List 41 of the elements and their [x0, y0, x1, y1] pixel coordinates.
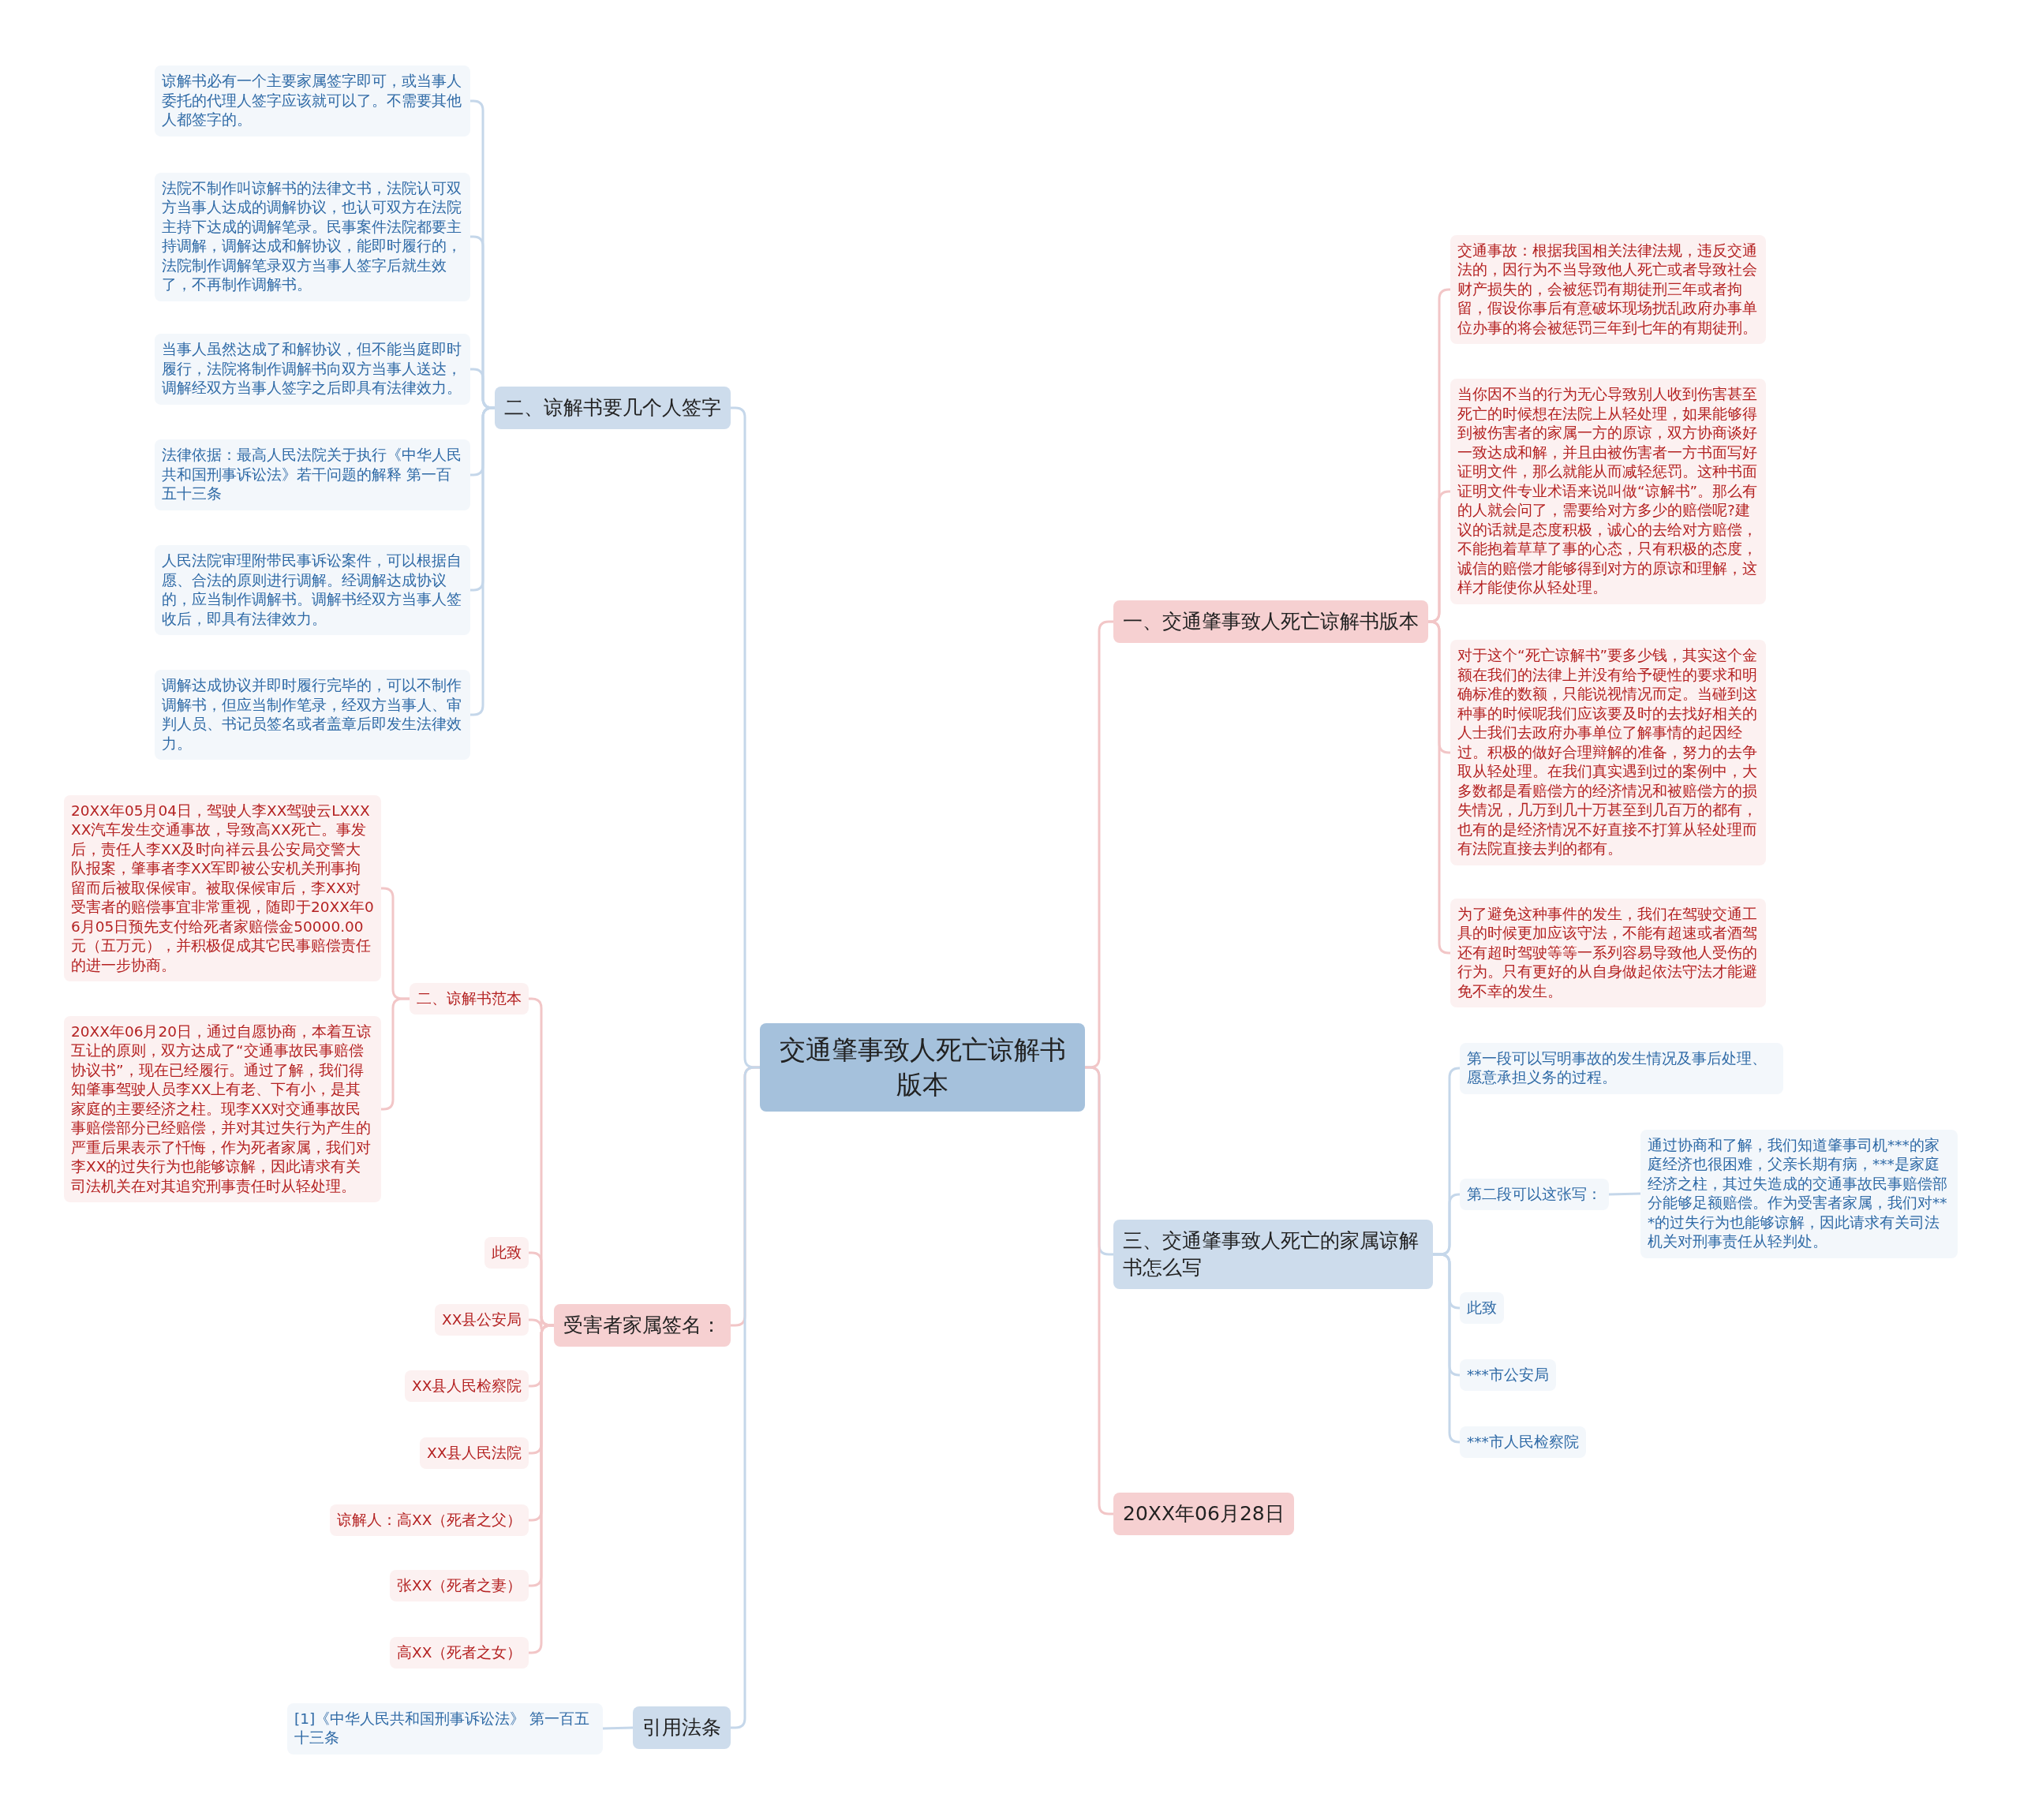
topic-box: 二、谅解书要几个人签字: [495, 387, 731, 429]
note-card: 为了避免这种事件的发生，我们在驾驶交通工具的时候更加应该守法，不能有超速或者酒驾还有超时驾驶等等一系列容易导致他人受伤的行为。只有更好的从自身做起依法守法才能避免不幸的发生。: [1450, 898, 1766, 1007]
note-card: 通过协商和了解，我们知道肇事司机***的家庭经济也很困难，父亲长期有病，***是家庭经济之柱，其过失造成的交通事故民事赔偿部分能够足额赔偿。作为受害者家属，我们对***的过失行为也能够谅解，因此请求有关司法机关对刑事责任从轻判处。: [1640, 1129, 1958, 1258]
note-card: 法院不制作叫谅解书的法律文书，法院认可双方当事人达成的调解协议，也认可双方在法院主持下达成的调解笔录。民事案件法院都要主持调解，调解达成和解协议，能即时履行的，法院制作调解笔录双方当事人签字后就生效了，不再制作调解书。: [155, 172, 470, 301]
note-card: 当事人虽然达成了和解协议，但不能当庭即时履行，法院将制作调解书向双方当事人送达，调解经双方当事人签字之后即具有法律效力。: [155, 334, 470, 405]
connector-line: [1427, 490, 1451, 623]
topic-box: 引用法条: [633, 1706, 731, 1749]
connector-line: [1433, 1253, 1461, 1444]
central-topic-box: 交通肇事致人死亡谅解书版本: [760, 1023, 1085, 1112]
connector-line: [470, 368, 495, 409]
note-card: 对于这个“死亡谅解书”要多少钱，其实这个金额在我们的法律上并没有给予硬性的要求和明确标准的数额，只能说视情况而定。当碰到这种事的时候呢我们应该要及时的去找好相关的人士我们去政府办事单位了解事情的起因经过。积极的做好合理辩解的准备，努力的去争取从轻处理。在我们真实遇到过的案例中，大多数都是看赔偿方的经济情况和被赔偿方的损失情况，几万到几十万甚至到几百万的都有，也有的是经济情况不好直接不打算从轻处理而有法院直接去判的都有。: [1450, 640, 1766, 865]
note-card: 法律依据：最高人民法院关于执行《中华人民共和国刑事诉讼法》若干问题的解释 第一百五十三条: [155, 439, 470, 510]
note-card: 交通事故：根据我国相关法律法规，违反交通法的，因行为不当导致他人死亡或者导致社会财产损失的，会被惩罚有期徒刑三年或者拘留，假设你事后有意破坏现场扰乱政府办事单位办事的将会被惩罚三年到七年的有期徒刑。: [1450, 234, 1766, 344]
note-card: XX县人民检察院: [405, 1370, 529, 1402]
note-card: 20XX年06月20日，通过自愿协商，本着互谅互让的原则，双方达成了“交通事故民事赔偿协议书”，现在已经履行。通过了解，我们得知肇事驾驶人员李XX上有老、下有小，是其家庭的主要经济之柱。现李XX对交通事故民事赔偿部分已经赔偿，并对其过失行为产生的严重后果表示了忏悔，作为死者家属，我们对李XX的过失行为也能够谅解，因此请求有关司法机关在对其追究刑事责任时从轻处理。: [64, 1015, 381, 1202]
note-card: ***市人民检察院: [1460, 1426, 1586, 1458]
note-card: 20XX年05月04日，驾驶人李XX驾驶云LXXXXX汽车发生交通事故，导致高XX死亡。事发后，责任人李XX及时向祥云县公安局交警大队报案，肇事者李XX军即被公安机关刑事拘留而后被取保候审。被取保候审后，李XX对受害者的赔偿事宜非常重视，随即于20XX年06月05日预先支付给死者家赔偿金50000.00元（五万元），并积极促成其它民事赔偿责任的进一步协商。: [64, 794, 381, 981]
note-card: 第一段可以写明事故的发生情况及事后处理、愿意承担义务的过程。: [1460, 1042, 1783, 1094]
note-card: XX县公安局: [435, 1303, 529, 1336]
note-card: 此致: [1460, 1291, 1504, 1324]
topic-box: 一、交通肇事致人死亡谅解书版本: [1113, 600, 1428, 643]
note-card: 高XX（死者之女）: [390, 1636, 529, 1669]
topic-box: 受害者家属签名：: [554, 1304, 731, 1347]
connector-line: [470, 406, 496, 716]
note-card: 调解达成协议并即时履行完毕的，可以不制作调解书，但应当制作笔录，经双方当事人、审判人员、书记员签名或者盖章后即发生法律效力。: [155, 670, 470, 760]
note-card: 二、谅解书范本: [410, 982, 529, 1015]
note-card: 张XX（死者之妻）: [390, 1569, 529, 1601]
note-card: ***市公安局: [1460, 1358, 1556, 1391]
note-card: 当你因不当的行为无心导致别人收到伤害甚至死亡的时候想在法院上从轻处理，如果能够得到被伤害者的家属一方的原谅，双方协商谈好一致达成和解，并且由被伤害者一方书面写好证明文件，那么就能从而减轻惩罚。这种书面证明文件专业术语来说叫做“谅解书”。那么有的人就会问了，需要给对方多少的赔偿呢?建议的话就是态度积极，诚心的去给对方赔偿，不能抱着草草了事的心态，只有积极的态度，诚信的赔偿才能够得到对方的原谅和理解，这样才能使你从轻处理。: [1450, 379, 1766, 604]
note-card: XX县人民法院: [420, 1437, 529, 1469]
topic-box: 20XX年06月28日: [1113, 1493, 1294, 1535]
connector-line: [602, 1726, 634, 1730]
note-card: [1]《中华人民共和国刑事诉讼法》 第一百五十三条: [287, 1702, 603, 1755]
note-card: 人民法院审理附带民事诉讼案件，可以根据自愿、合法的原则进行调解。经调解达成协议的，应当制作调解书。调解书经双方当事人签收后，即具有法律效力。: [155, 545, 470, 635]
note-card: 第二段可以这张写：: [1460, 1178, 1609, 1210]
connector-line: [381, 997, 410, 1111]
connector-line: [1608, 1192, 1641, 1196]
note-card: 谅解人：高XX（死者之父）: [330, 1504, 529, 1536]
topic-box: 三、交通肇事致人死亡的家属谅解书怎么写: [1113, 1220, 1433, 1289]
note-card: 谅解书必有一个主要家属签字即可，或当事人委托的代理人签字应该就可以了。不需要其他人都签字的。: [155, 65, 470, 136]
note-card: 此致: [484, 1236, 529, 1269]
